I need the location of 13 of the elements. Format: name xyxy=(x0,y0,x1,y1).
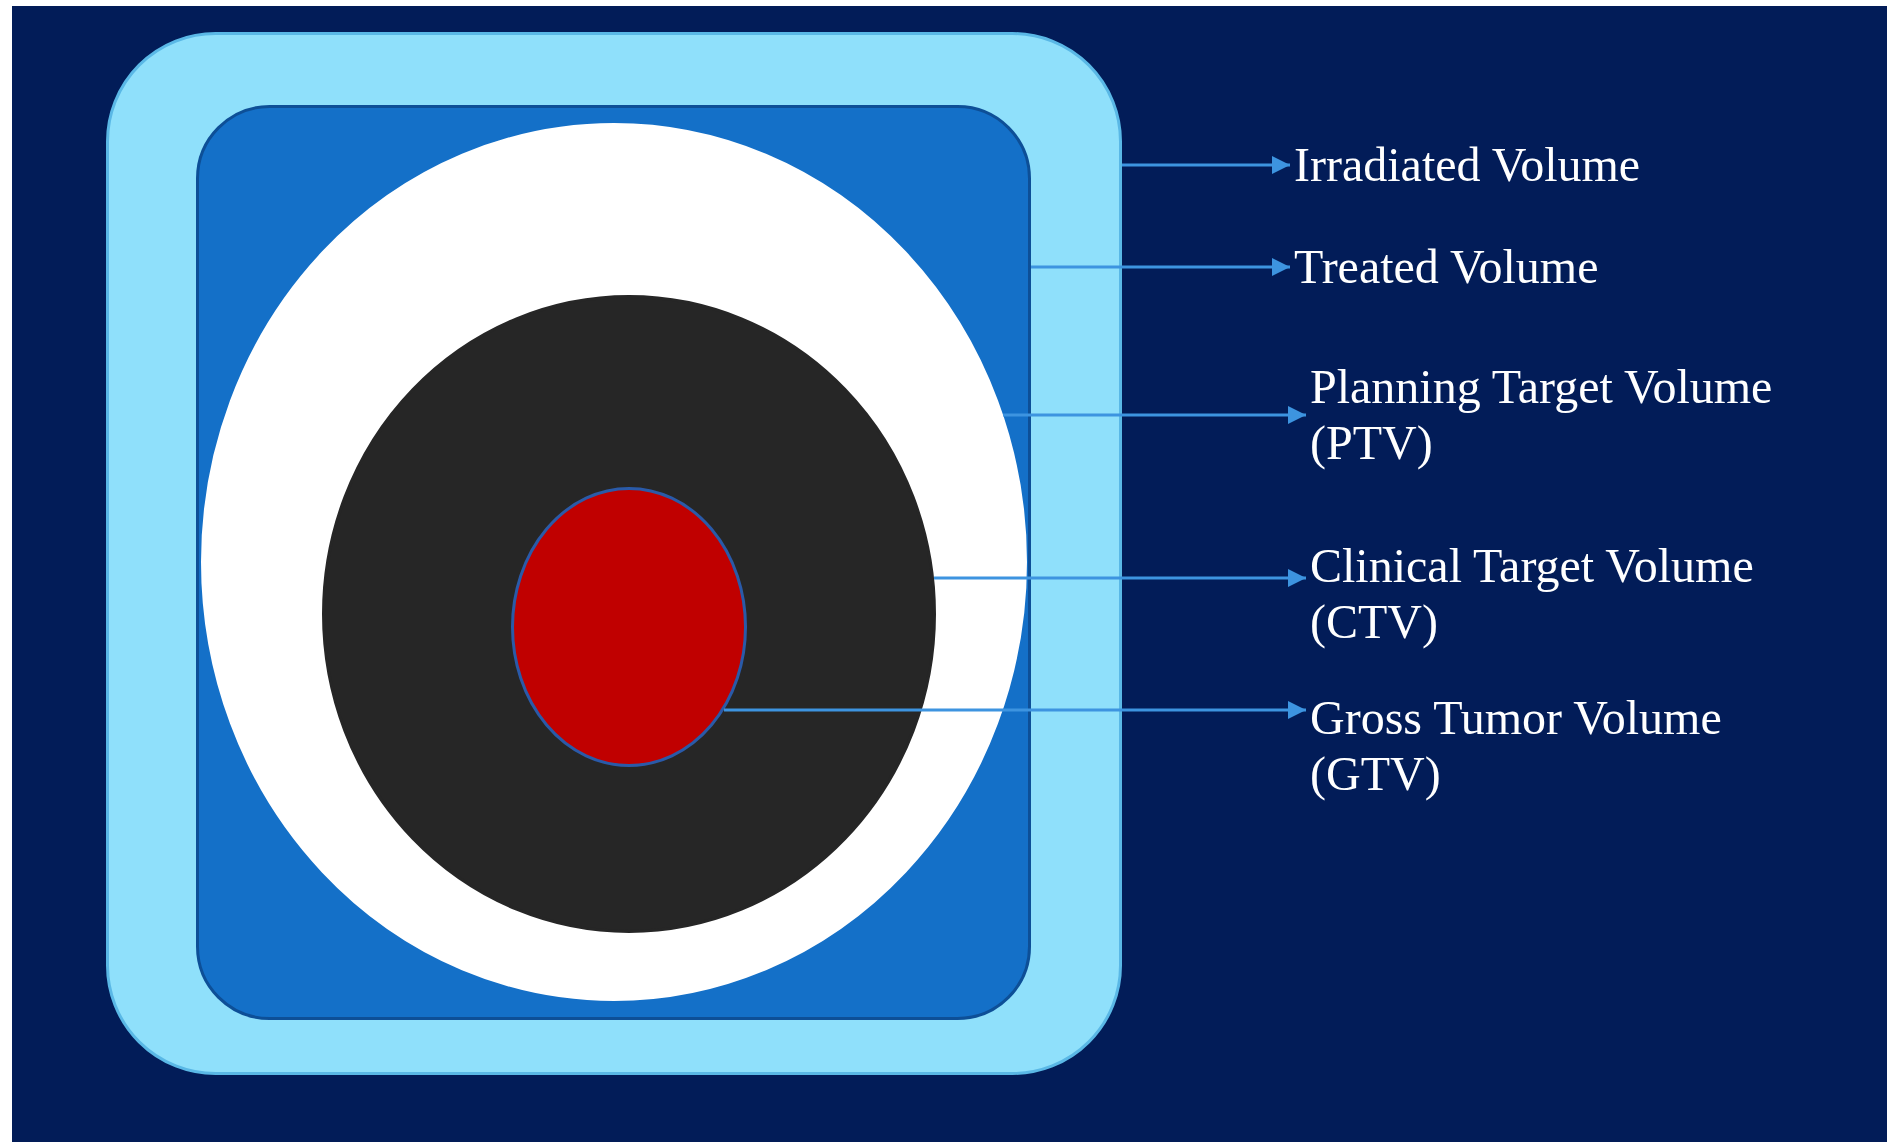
outer-rounded-square xyxy=(106,32,1122,1075)
arrow xyxy=(1031,258,1290,276)
volume-label: Clinical Target Volume (CTV) xyxy=(1310,538,1790,650)
volume-label: Gross Tumor Volume (GTV) xyxy=(1310,690,1790,802)
volume-label: Treated Volume xyxy=(1294,239,1774,295)
middle-circle xyxy=(322,295,936,933)
arrow xyxy=(724,701,1306,719)
arrow xyxy=(1003,406,1306,424)
volume-label: Irradiated Volume xyxy=(1294,137,1774,193)
inner-ellipse xyxy=(511,487,747,767)
arrow xyxy=(1122,156,1290,174)
arrow xyxy=(934,569,1306,587)
volume-label: Planning Target Volume (PTV) xyxy=(1310,359,1790,471)
